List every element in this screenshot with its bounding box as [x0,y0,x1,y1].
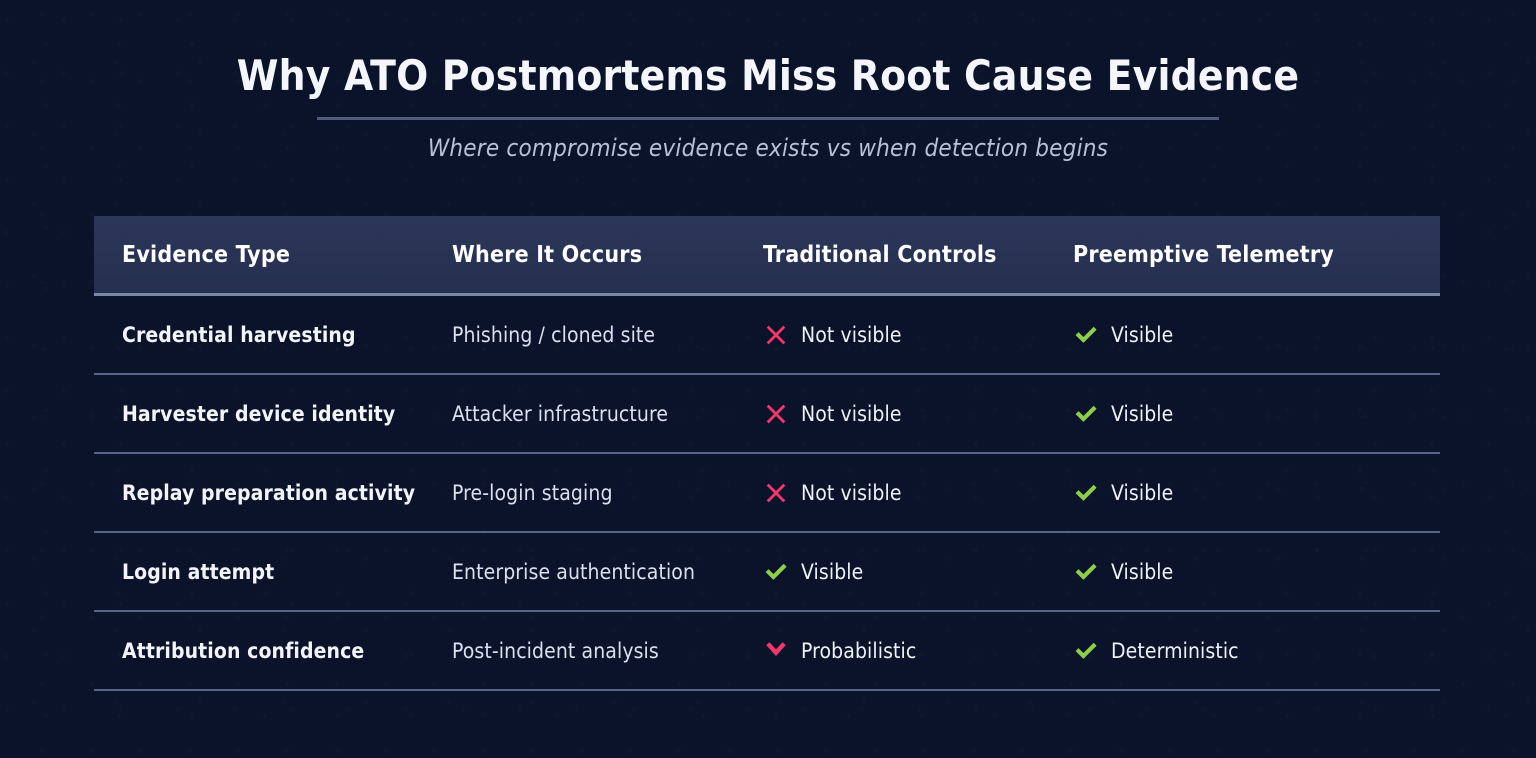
cell-traditional-controls: Not visible [735,401,1045,427]
column-header-traditional-controls: Traditional Controls [763,241,997,268]
cell-where-it-occurs: Post-incident analysis [452,638,659,663]
evidence-comparison-table: Evidence Type Where It Occurs Traditiona… [94,216,1440,691]
cell-evidence-type: Harvester device identity [122,401,396,426]
cross-icon [763,480,789,506]
cell-evidence-type: Attribution confidence [122,638,365,663]
column-header-where-it-occurs: Where It Occurs [452,241,643,268]
cell-where-it-occurs: Phishing / cloned site [452,322,656,347]
check-icon [1073,638,1099,664]
cell-traditional-controls: Probabilistic [735,638,1045,664]
check-icon [1073,401,1099,427]
cell-preemptive-telemetry: Visible [1045,322,1440,348]
cell-preemptive-telemetry-label: Visible [1111,322,1174,347]
cell-preemptive-telemetry: Visible [1045,401,1440,427]
cell-preemptive-telemetry: Visible [1045,480,1440,506]
cell-traditional-controls-label: Not visible [801,480,902,505]
check-icon [1073,480,1099,506]
column-header-evidence-type: Evidence Type [122,241,291,268]
check-icon [763,559,789,585]
cell-preemptive-telemetry-label: Visible [1111,559,1174,584]
table-body: Credential harvesting Phishing / cloned s… [94,296,1440,691]
cell-preemptive-telemetry: Deterministic [1045,638,1440,664]
cell-traditional-controls-label: Probabilistic [801,638,917,663]
column-header-preemptive-telemetry: Preemptive Telemetry [1073,241,1334,268]
cell-traditional-controls-label: Visible [801,559,864,584]
page-subtitle: Where compromise evidence exists vs when… [427,134,1109,163]
table-row: Attribution confidence Post-incident anal… [94,612,1440,691]
cell-traditional-controls: Not visible [735,322,1045,348]
header-block: Why ATO Postmortems Miss Root Cause Evid… [0,0,1536,162]
cell-where-it-occurs: Attacker infrastructure [452,401,669,426]
cell-preemptive-telemetry-label: Visible [1111,401,1174,426]
table-row: Harvester device identity Attacker infras… [94,375,1440,454]
cell-traditional-controls-label: Not visible [801,401,902,426]
cell-traditional-controls-label: Not visible [801,322,902,347]
cell-traditional-controls: Visible [735,559,1045,585]
table-header-row: Evidence Type Where It Occurs Traditiona… [94,216,1440,296]
cell-evidence-type: Replay preparation activity [122,480,416,505]
page-title: Why ATO Postmortems Miss Root Cause Evid… [236,51,1300,100]
table-row: Credential harvesting Phishing / cloned s… [94,296,1440,375]
check-icon [1073,322,1099,348]
cross-icon [763,322,789,348]
cell-preemptive-telemetry: Visible [1045,559,1440,585]
cell-preemptive-telemetry-label: Deterministic [1111,638,1239,663]
check-icon [1073,559,1099,585]
cell-where-it-occurs: Enterprise authentication [452,559,696,584]
cross-icon [763,401,789,427]
cell-preemptive-telemetry-label: Visible [1111,480,1174,505]
table-row: Replay preparation activity Pre-login sta… [94,454,1440,533]
table-row: Login attempt Enterprise authentication Vi… [94,533,1440,612]
cell-where-it-occurs: Pre-login staging [452,480,613,505]
cell-evidence-type: Credential harvesting [122,322,356,347]
title-divider [317,117,1219,121]
cell-evidence-type: Login attempt [122,559,275,584]
chevron-down-icon [763,638,789,664]
cell-traditional-controls: Not visible [735,480,1045,506]
